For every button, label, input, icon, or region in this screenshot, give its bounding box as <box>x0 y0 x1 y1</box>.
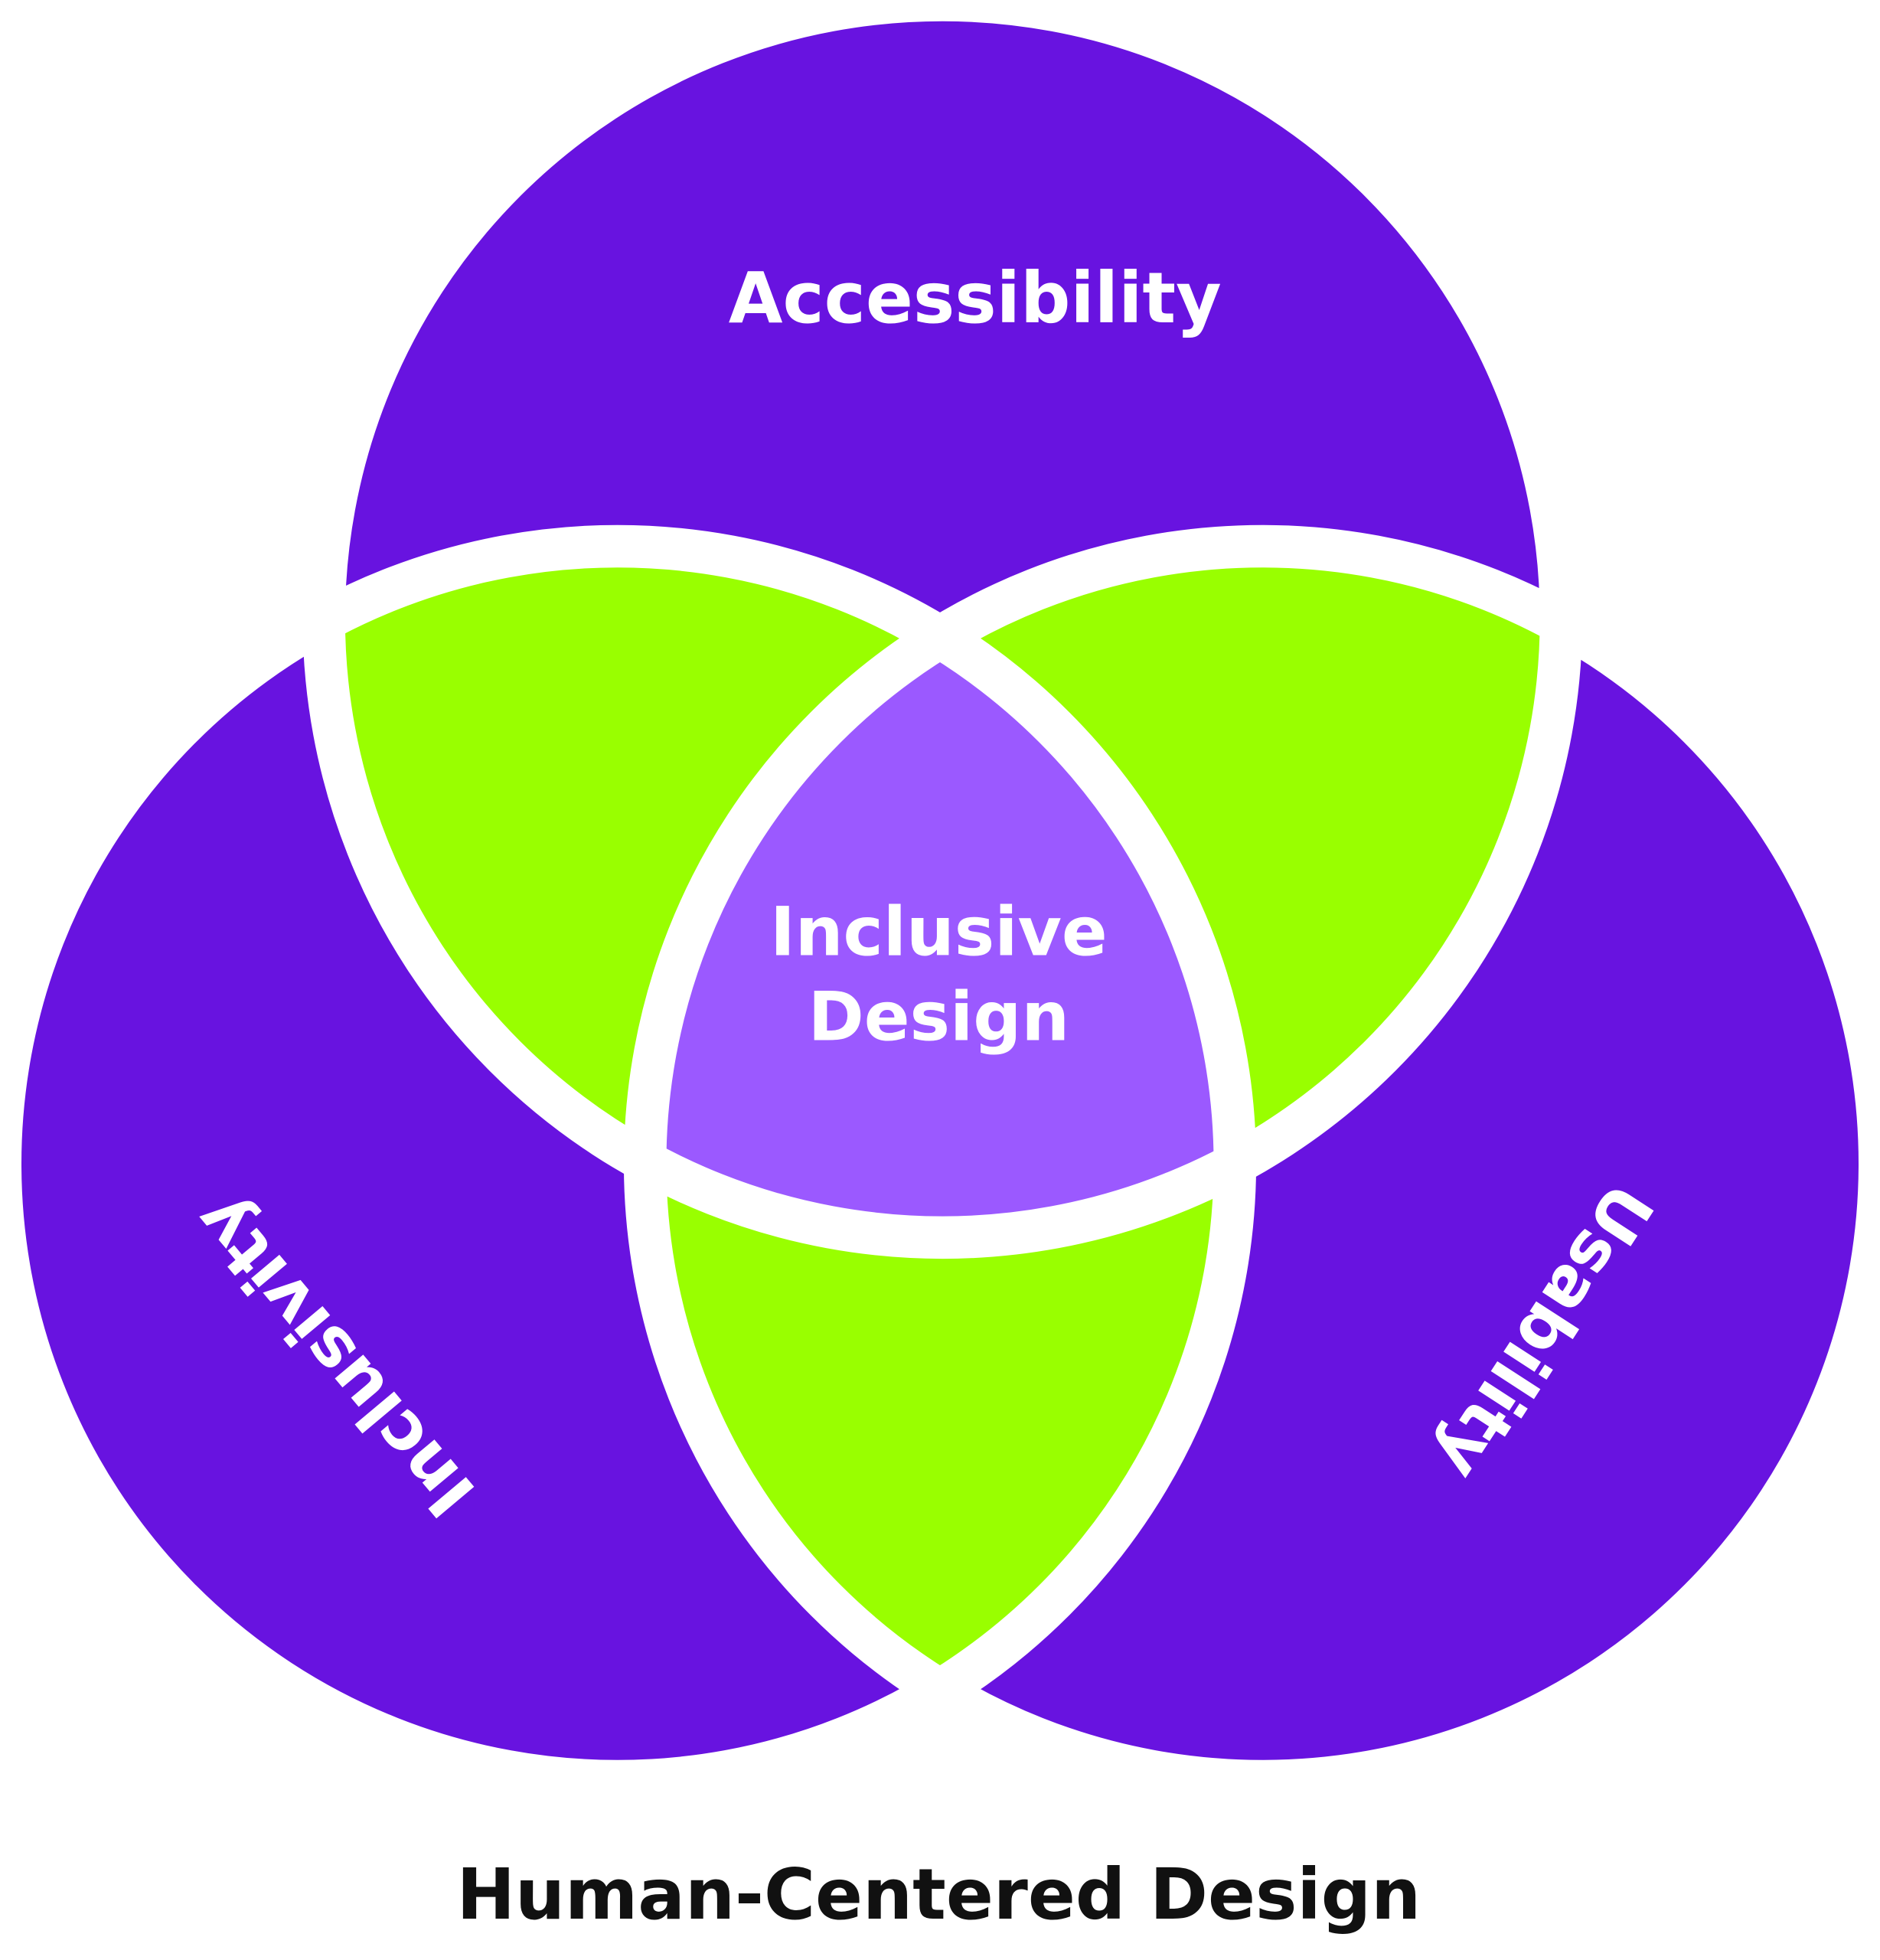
gap-line <box>0 524 1256 1803</box>
label-accessibility: Accessibility <box>729 257 1222 339</box>
diagram-title: Human-Centered Design <box>456 1854 1421 1936</box>
center-overlap <box>645 546 1235 1238</box>
label-center-line2: Design <box>808 977 1070 1056</box>
label-center-line1: Inclusive <box>770 892 1108 971</box>
